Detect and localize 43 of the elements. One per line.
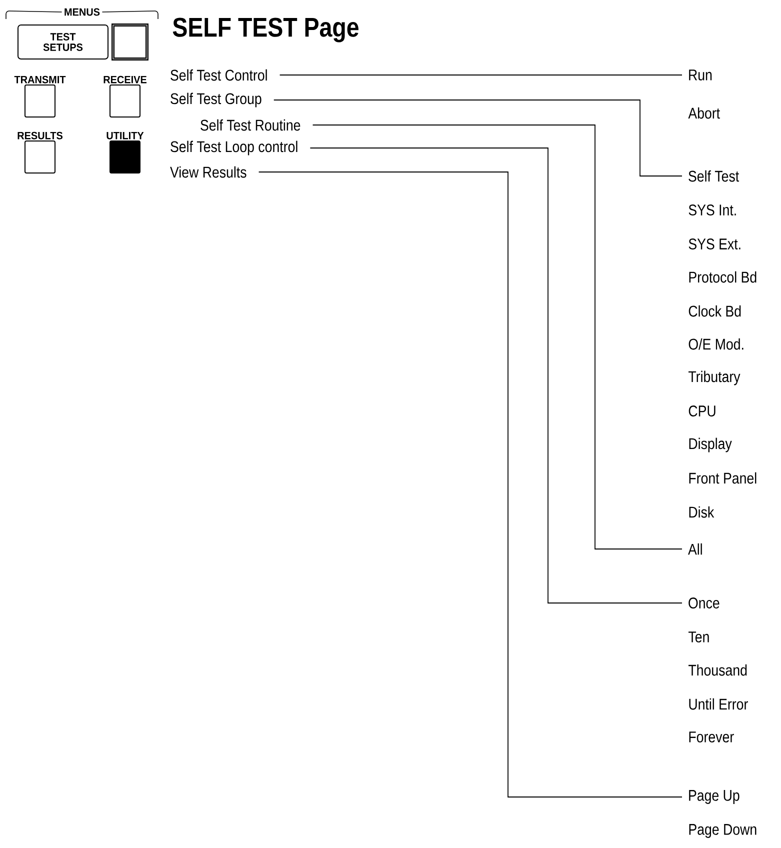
option-text: SYS Int. — [688, 204, 736, 216]
option-text: Ten — [688, 632, 709, 642]
menu-item: Self Test Control — [170, 69, 267, 81]
connector-line — [258, 172, 682, 798]
menu-button: RESULTS — [18, 132, 62, 174]
menu-item: Self Test Routine — [200, 119, 300, 131]
option-text: Once — [688, 598, 720, 608]
node-label: TRANSMIT — [14, 76, 66, 84]
option-text: Self Test — [688, 170, 740, 182]
menu-item: Self Test Loop control — [170, 140, 298, 156]
connector-line — [273, 100, 682, 176]
option-text: Abort — [688, 107, 720, 119]
node-label: UTILITY — [106, 132, 144, 140]
option-text: Thousand — [688, 664, 747, 676]
menu-button — [112, 24, 148, 60]
option-text: Forever — [689, 732, 734, 742]
menu-item: View Results — [170, 166, 246, 178]
option-text: Page Down — [689, 824, 756, 838]
option-text: Run — [689, 70, 712, 80]
connector-line — [310, 148, 682, 604]
node-label: RESULTS — [18, 132, 63, 140]
option-text: Tributary — [688, 370, 740, 386]
menus-heading: MENUS — [62, 6, 102, 18]
menu-button: TRANSMIT — [14, 76, 66, 118]
option-text: SYS Ext. — [688, 238, 740, 250]
option-text: Page Up — [689, 790, 740, 804]
node-label: RECEIVE — [104, 76, 146, 84]
option-text: All — [688, 543, 702, 555]
menu-button: UTILITY — [106, 132, 144, 174]
option-text: Disk — [689, 506, 714, 518]
connector-line — [279, 74, 682, 76]
option-text: Front Panel — [689, 472, 756, 484]
page-title: SELF TEST Page — [172, 18, 358, 42]
option-text: O/E Mod. — [688, 338, 744, 350]
option-text: Until Error — [689, 698, 748, 710]
option-text: Protocol Bd — [689, 271, 756, 283]
option-text: CPU — [688, 406, 716, 416]
connector-line — [312, 124, 682, 550]
menu-button: RECEIVE — [104, 76, 146, 118]
menu-item: Self Test Group — [170, 92, 262, 108]
menu-button: TEST SETUPS — [18, 24, 108, 60]
option-text: Clock Bd — [688, 305, 741, 317]
option-text: Display — [689, 438, 732, 452]
